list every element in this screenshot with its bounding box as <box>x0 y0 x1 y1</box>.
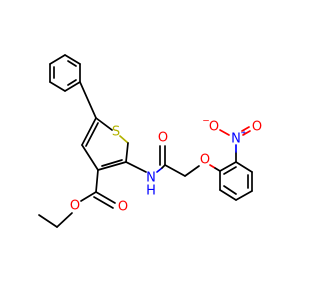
bond-ch2-o <box>184 165 200 177</box>
nitro-oxygen-right-label: O <box>252 120 262 135</box>
bond-c-o-double <box>95 191 116 204</box>
bond <box>95 117 113 131</box>
thiophene-ring <box>81 117 129 171</box>
nitro-nitrogen-label: N <box>231 132 241 147</box>
bond-o-ethyl <box>56 212 73 228</box>
bond-double <box>223 185 237 195</box>
bond-nh-c <box>156 167 163 173</box>
bond-double <box>67 60 77 67</box>
bond-double <box>101 159 123 167</box>
bond <box>64 81 81 92</box>
phenyl-ring <box>49 54 81 92</box>
bond <box>49 81 66 92</box>
bond <box>125 142 129 163</box>
molecule-structure: S N H O O N + <box>38 54 262 228</box>
bond <box>219 189 237 201</box>
nitro-oxygen-charge: − <box>202 117 210 127</box>
bond-double <box>67 79 77 86</box>
amide-hydrogen-label: H <box>146 184 156 199</box>
bond <box>97 161 127 171</box>
bond-c-nh <box>125 161 147 173</box>
bond-double <box>223 166 237 175</box>
bond-ethyl <box>38 214 58 228</box>
bond-double <box>93 196 114 209</box>
bond <box>49 54 66 65</box>
bond-ring-ester <box>95 169 99 193</box>
amide-oxygen-label: O <box>158 131 168 146</box>
nitro-oxygen-top-label: O <box>209 120 219 135</box>
bond <box>235 190 253 201</box>
molecule-diagram: S N H O O N + <box>38 54 262 228</box>
bond-c-o <box>80 191 97 202</box>
ether-oxygen-label: O <box>200 153 210 168</box>
bond-sulfur <box>119 135 129 144</box>
bond <box>219 161 237 172</box>
bond-ch2 <box>164 164 186 177</box>
bond-phenyl-thiophene <box>79 81 97 119</box>
bond-o-aryl <box>209 164 216 169</box>
amide-nitrogen-label: N <box>146 171 156 186</box>
bond <box>81 144 99 171</box>
bond-o-aryl <box>214 167 221 172</box>
ester-ether-oxygen-label: O <box>70 199 80 214</box>
bond <box>235 161 253 173</box>
bond-n-o <box>219 129 230 136</box>
bond-double <box>85 122 99 147</box>
bond-n-o-double <box>241 126 250 132</box>
bond <box>81 117 97 146</box>
ester-carbonyl-oxygen-label: O <box>118 200 128 215</box>
bond-n-o-double <box>242 130 251 136</box>
nitrophenyl-ring <box>219 161 253 201</box>
sulfur-label: S <box>112 125 120 140</box>
bond <box>64 54 81 65</box>
